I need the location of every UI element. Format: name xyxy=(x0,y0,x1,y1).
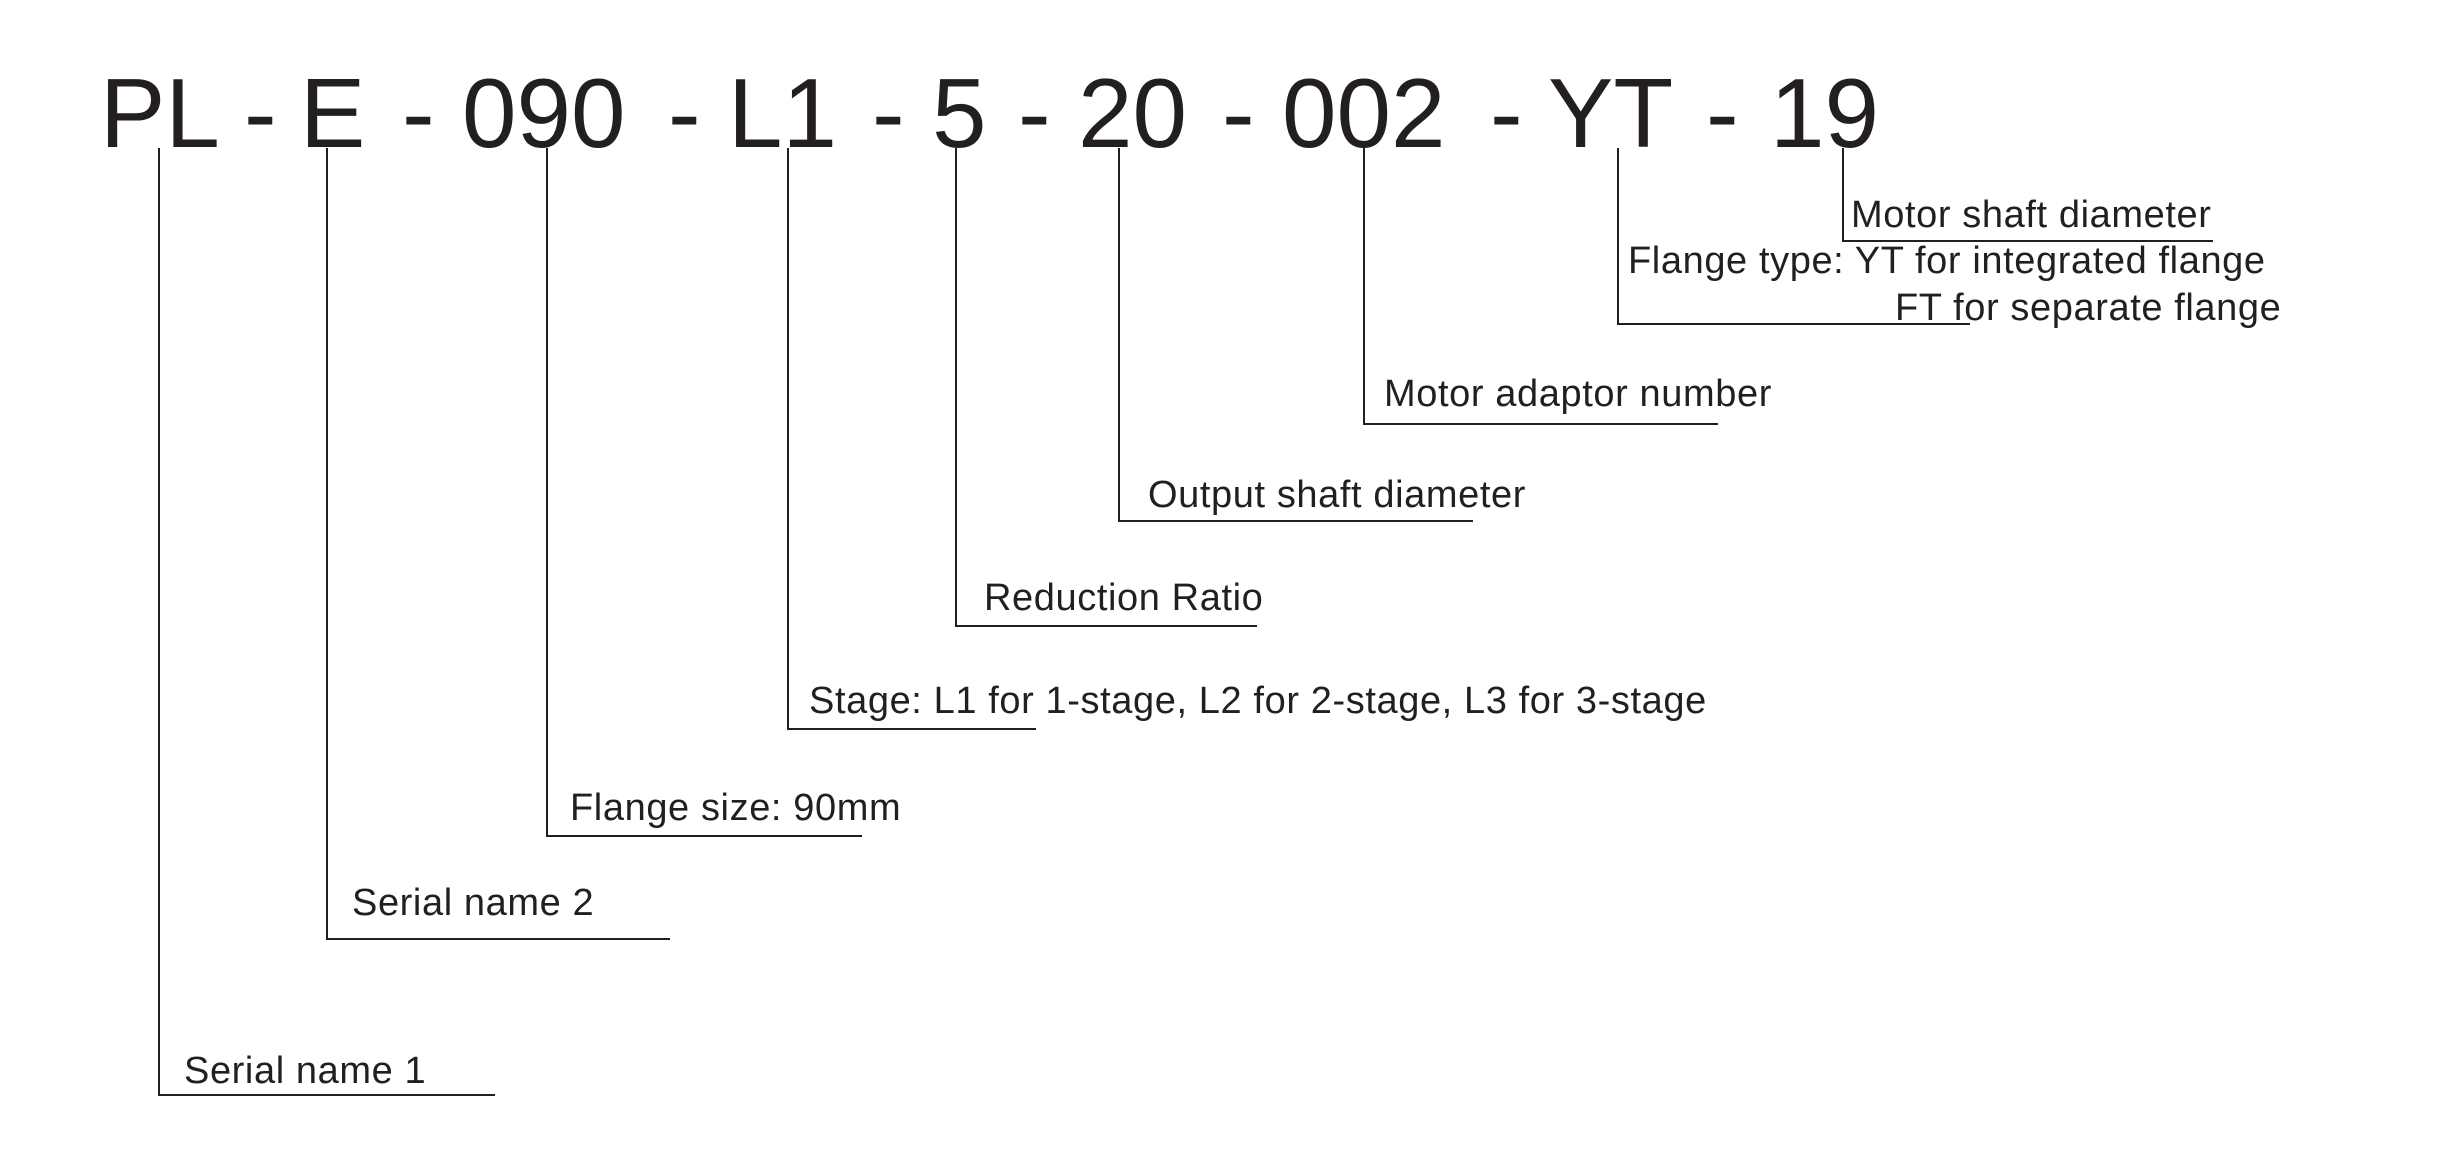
code-separator: - xyxy=(668,58,701,168)
code-segment-motor-shaft: 19 xyxy=(1770,58,1879,168)
label-flange-type: Flange type: YT for integrated flange xyxy=(1628,240,2266,282)
leader-reduction-ratio xyxy=(955,148,1257,627)
label-motor-adaptor: Motor adaptor number xyxy=(1384,373,1772,415)
label-stage: Stage: L1 for 1-stage, L2 for 2-stage, L… xyxy=(809,680,1707,722)
label-flange-size: Flange size: 90mm xyxy=(570,787,901,829)
code-segment-flange-type: YT xyxy=(1548,58,1673,168)
leader-flange-size xyxy=(546,148,862,837)
leader-output-shaft xyxy=(1118,148,1473,522)
code-segment-stage: L1 xyxy=(728,58,837,168)
leader-motor-adaptor xyxy=(1363,148,1718,425)
model-code: PL - E - 090 - L1 - 5 - 20 - 002 - YT - … xyxy=(100,58,1879,168)
leader-stage xyxy=(787,148,1036,730)
code-separator: - xyxy=(1706,58,1739,168)
code-segment-output-shaft: 20 xyxy=(1078,58,1187,168)
label-motor-shaft: Motor shaft diameter xyxy=(1851,194,2211,236)
code-separator: - xyxy=(1222,58,1255,168)
code-separator: - xyxy=(1018,58,1051,168)
code-separator: - xyxy=(1490,58,1523,168)
leader-motor-shaft xyxy=(1842,148,2213,242)
leader-lines xyxy=(158,148,2213,1096)
label-serial-name-1: Serial name 1 xyxy=(184,1050,426,1092)
label-output-shaft: Output shaft diameter xyxy=(1148,474,1526,516)
code-segment-ratio: 5 xyxy=(932,58,987,168)
code-segment-flange-size: 090 xyxy=(462,58,626,168)
label-reduction-ratio: Reduction Ratio xyxy=(984,577,1263,619)
code-separator: - xyxy=(872,58,905,168)
leader-flange-type xyxy=(1617,148,1970,325)
code-separator: - xyxy=(402,58,435,168)
leader-serial-name-1 xyxy=(158,148,495,1096)
code-segment-series-2: E xyxy=(300,58,365,168)
label-serial-name-2: Serial name 2 xyxy=(352,882,594,924)
leader-serial-name-2 xyxy=(326,148,670,940)
annotation-labels: Serial name 1 Serial name 2 Flange size:… xyxy=(184,194,2281,1092)
code-separator: - xyxy=(244,58,277,168)
label-flange-type-ft: FT for separate flange xyxy=(1895,287,2281,329)
